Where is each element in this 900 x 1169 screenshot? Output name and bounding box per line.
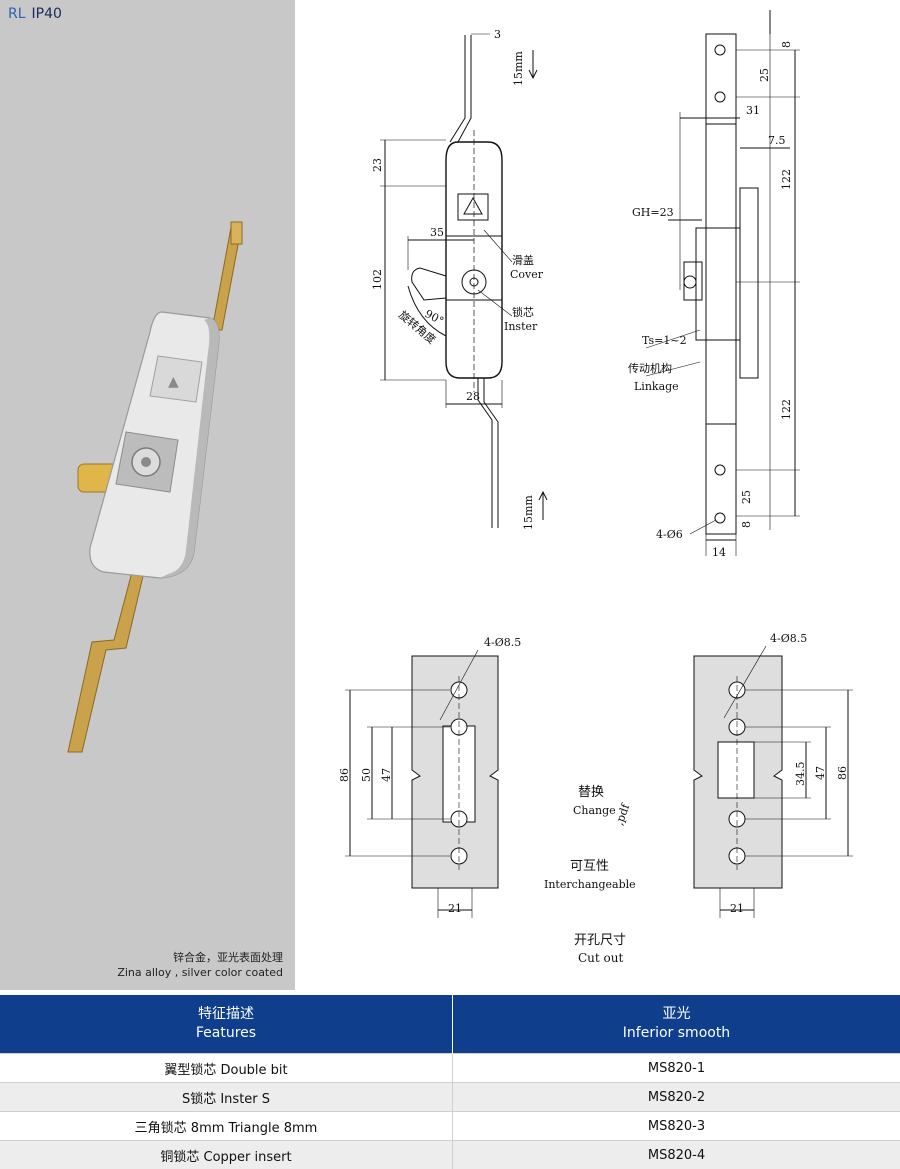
cutout-right-dim-outer: 86 xyxy=(836,766,849,780)
side-view xyxy=(646,10,800,556)
front-upper-rod xyxy=(450,35,471,142)
change-label-cn: 替换 xyxy=(578,785,604,800)
travel-bottom-label: 15mm xyxy=(522,495,535,530)
cylinder-keyway xyxy=(141,457,151,467)
side-lower-strip xyxy=(706,424,736,534)
cutout-right-holes-label: 4-Ø8.5 xyxy=(770,632,807,645)
dim-lower-length: 122 xyxy=(780,399,793,420)
row-code: MS820-3 xyxy=(453,1112,900,1141)
side-panel xyxy=(696,228,740,340)
cutout-label-en: Cut out xyxy=(578,951,624,965)
dim-strip-width: 14 xyxy=(712,546,726,559)
side-upper-strip xyxy=(706,34,736,124)
row-code: MS820-2 xyxy=(453,1083,900,1112)
row-feature: 翼型锁芯 Double bit xyxy=(0,1054,453,1083)
row-feature: 铜锁芯 Copper insert xyxy=(0,1141,453,1169)
angle-label: 90° xyxy=(423,307,446,328)
table-row: 三角锁芯 8mm Triangle 8mm MS820-3 xyxy=(0,1112,900,1141)
technical-drawing: 3 15mm 23 102 35 28 90° 旋转角度 滑盖 Cover 锁芯… xyxy=(295,0,900,990)
dim-rod-width: 3 xyxy=(494,28,501,41)
cutout-left xyxy=(345,650,498,918)
header-finish: 亚光 Inferior smooth xyxy=(453,995,900,1054)
table-row: S锁芯 Inster S MS820-2 xyxy=(0,1083,900,1112)
header-features-en: Features xyxy=(1,1024,451,1043)
dim-top-offset: 23 xyxy=(371,158,384,172)
side-body xyxy=(706,124,736,424)
travel-top-label: 15mm xyxy=(512,51,525,86)
dim-depth: 31 xyxy=(746,104,760,117)
front-handle xyxy=(412,268,446,300)
interchangeable-label-en: Interchangeable xyxy=(544,878,636,891)
gh-label: GH=23 xyxy=(632,206,674,219)
linkage-label-en: Linkage xyxy=(634,380,679,393)
header-features: 特征描述 Features xyxy=(0,995,453,1054)
table-row: 翼型锁芯 Double bit MS820-1 xyxy=(0,1054,900,1083)
cutout-left-dim-inner: 47 xyxy=(380,768,393,782)
front-cylinder xyxy=(462,270,486,294)
header-finish-en: Inferior smooth xyxy=(454,1024,899,1043)
insert-label-cn: 锁芯 xyxy=(512,305,534,319)
cutout-right-dim-width: 21 xyxy=(730,902,744,915)
side-linkage xyxy=(684,262,702,300)
cutout-right xyxy=(694,646,853,918)
interchangeable-label-cn: 可互性 xyxy=(570,859,609,874)
spec-table: 特征描述 Features 亚光 Inferior smooth 翼型锁芯 Do… xyxy=(0,995,900,1169)
row-code: MS820-1 xyxy=(453,1054,900,1083)
cover-label-en: Cover xyxy=(510,268,544,281)
header-features-cn: 特征描述 xyxy=(1,1005,451,1024)
row-feature: S锁芯 Inster S xyxy=(0,1083,453,1112)
insert-label-en: Inster xyxy=(504,320,538,333)
cutout-left-dim-mid: 50 xyxy=(360,768,373,782)
row-feature: 三角锁芯 8mm Triangle 8mm xyxy=(0,1112,453,1141)
dim-upper-length: 122 xyxy=(780,169,793,190)
cutout-right-slot xyxy=(718,742,754,798)
dim-height: 102 xyxy=(371,269,384,290)
cutout-left-dim-width: 21 xyxy=(448,902,462,915)
front-lower-rod xyxy=(478,378,498,528)
dim-handle-reach: 35 xyxy=(430,226,444,239)
cutout-left-holes-label: 4-Ø8.5 xyxy=(484,636,521,649)
header-finish-cn: 亚光 xyxy=(454,1005,899,1024)
row-code: MS820-4 xyxy=(453,1141,900,1169)
dim-hole-edge-bottom: 8 xyxy=(740,521,753,528)
dim-hole-edge-top: 8 xyxy=(780,41,793,48)
upper-rod-tip xyxy=(231,222,242,244)
cutout-right-dim-mid: 47 xyxy=(814,766,827,780)
dim-hole-spacing-bottom: 25 xyxy=(740,490,753,504)
side-holes-label: 4-Ø6 xyxy=(656,528,683,541)
cutout-label-cn: 开孔尺寸 xyxy=(574,933,626,948)
cutout-right-dim-inner: 34.5 xyxy=(794,762,807,787)
lower-rod xyxy=(68,572,144,752)
dim-step: 7.5 xyxy=(768,134,786,147)
cutout-left-dim-outer: 86 xyxy=(338,768,351,782)
ts-label: Ts=1~2 xyxy=(642,334,687,347)
photo-caption: 锌合金，亚光表面处理 Zina alloy , silver color coa… xyxy=(0,950,283,980)
spec-table-header: 特征描述 Features 亚光 Inferior smooth xyxy=(0,995,900,1054)
linkage-label-cn: 传动机构 xyxy=(628,361,672,375)
cover-label-cn: 滑盖 xyxy=(512,253,534,267)
photo-caption-en: Zina alloy , silver color coated xyxy=(0,965,283,980)
table-row: 铜锁芯 Copper insert MS820-4 xyxy=(0,1141,900,1169)
side-cover xyxy=(740,188,758,378)
change-label-en: Change xyxy=(573,804,616,817)
dim-hole-spacing-top: 25 xyxy=(758,68,771,82)
product-photo: ▲ xyxy=(0,0,295,940)
front-view xyxy=(380,34,547,528)
logo-mark: ▲ xyxy=(168,374,179,390)
photo-caption-cn: 锌合金，亚光表面处理 xyxy=(0,950,283,965)
dim-width: 28 xyxy=(466,390,480,403)
